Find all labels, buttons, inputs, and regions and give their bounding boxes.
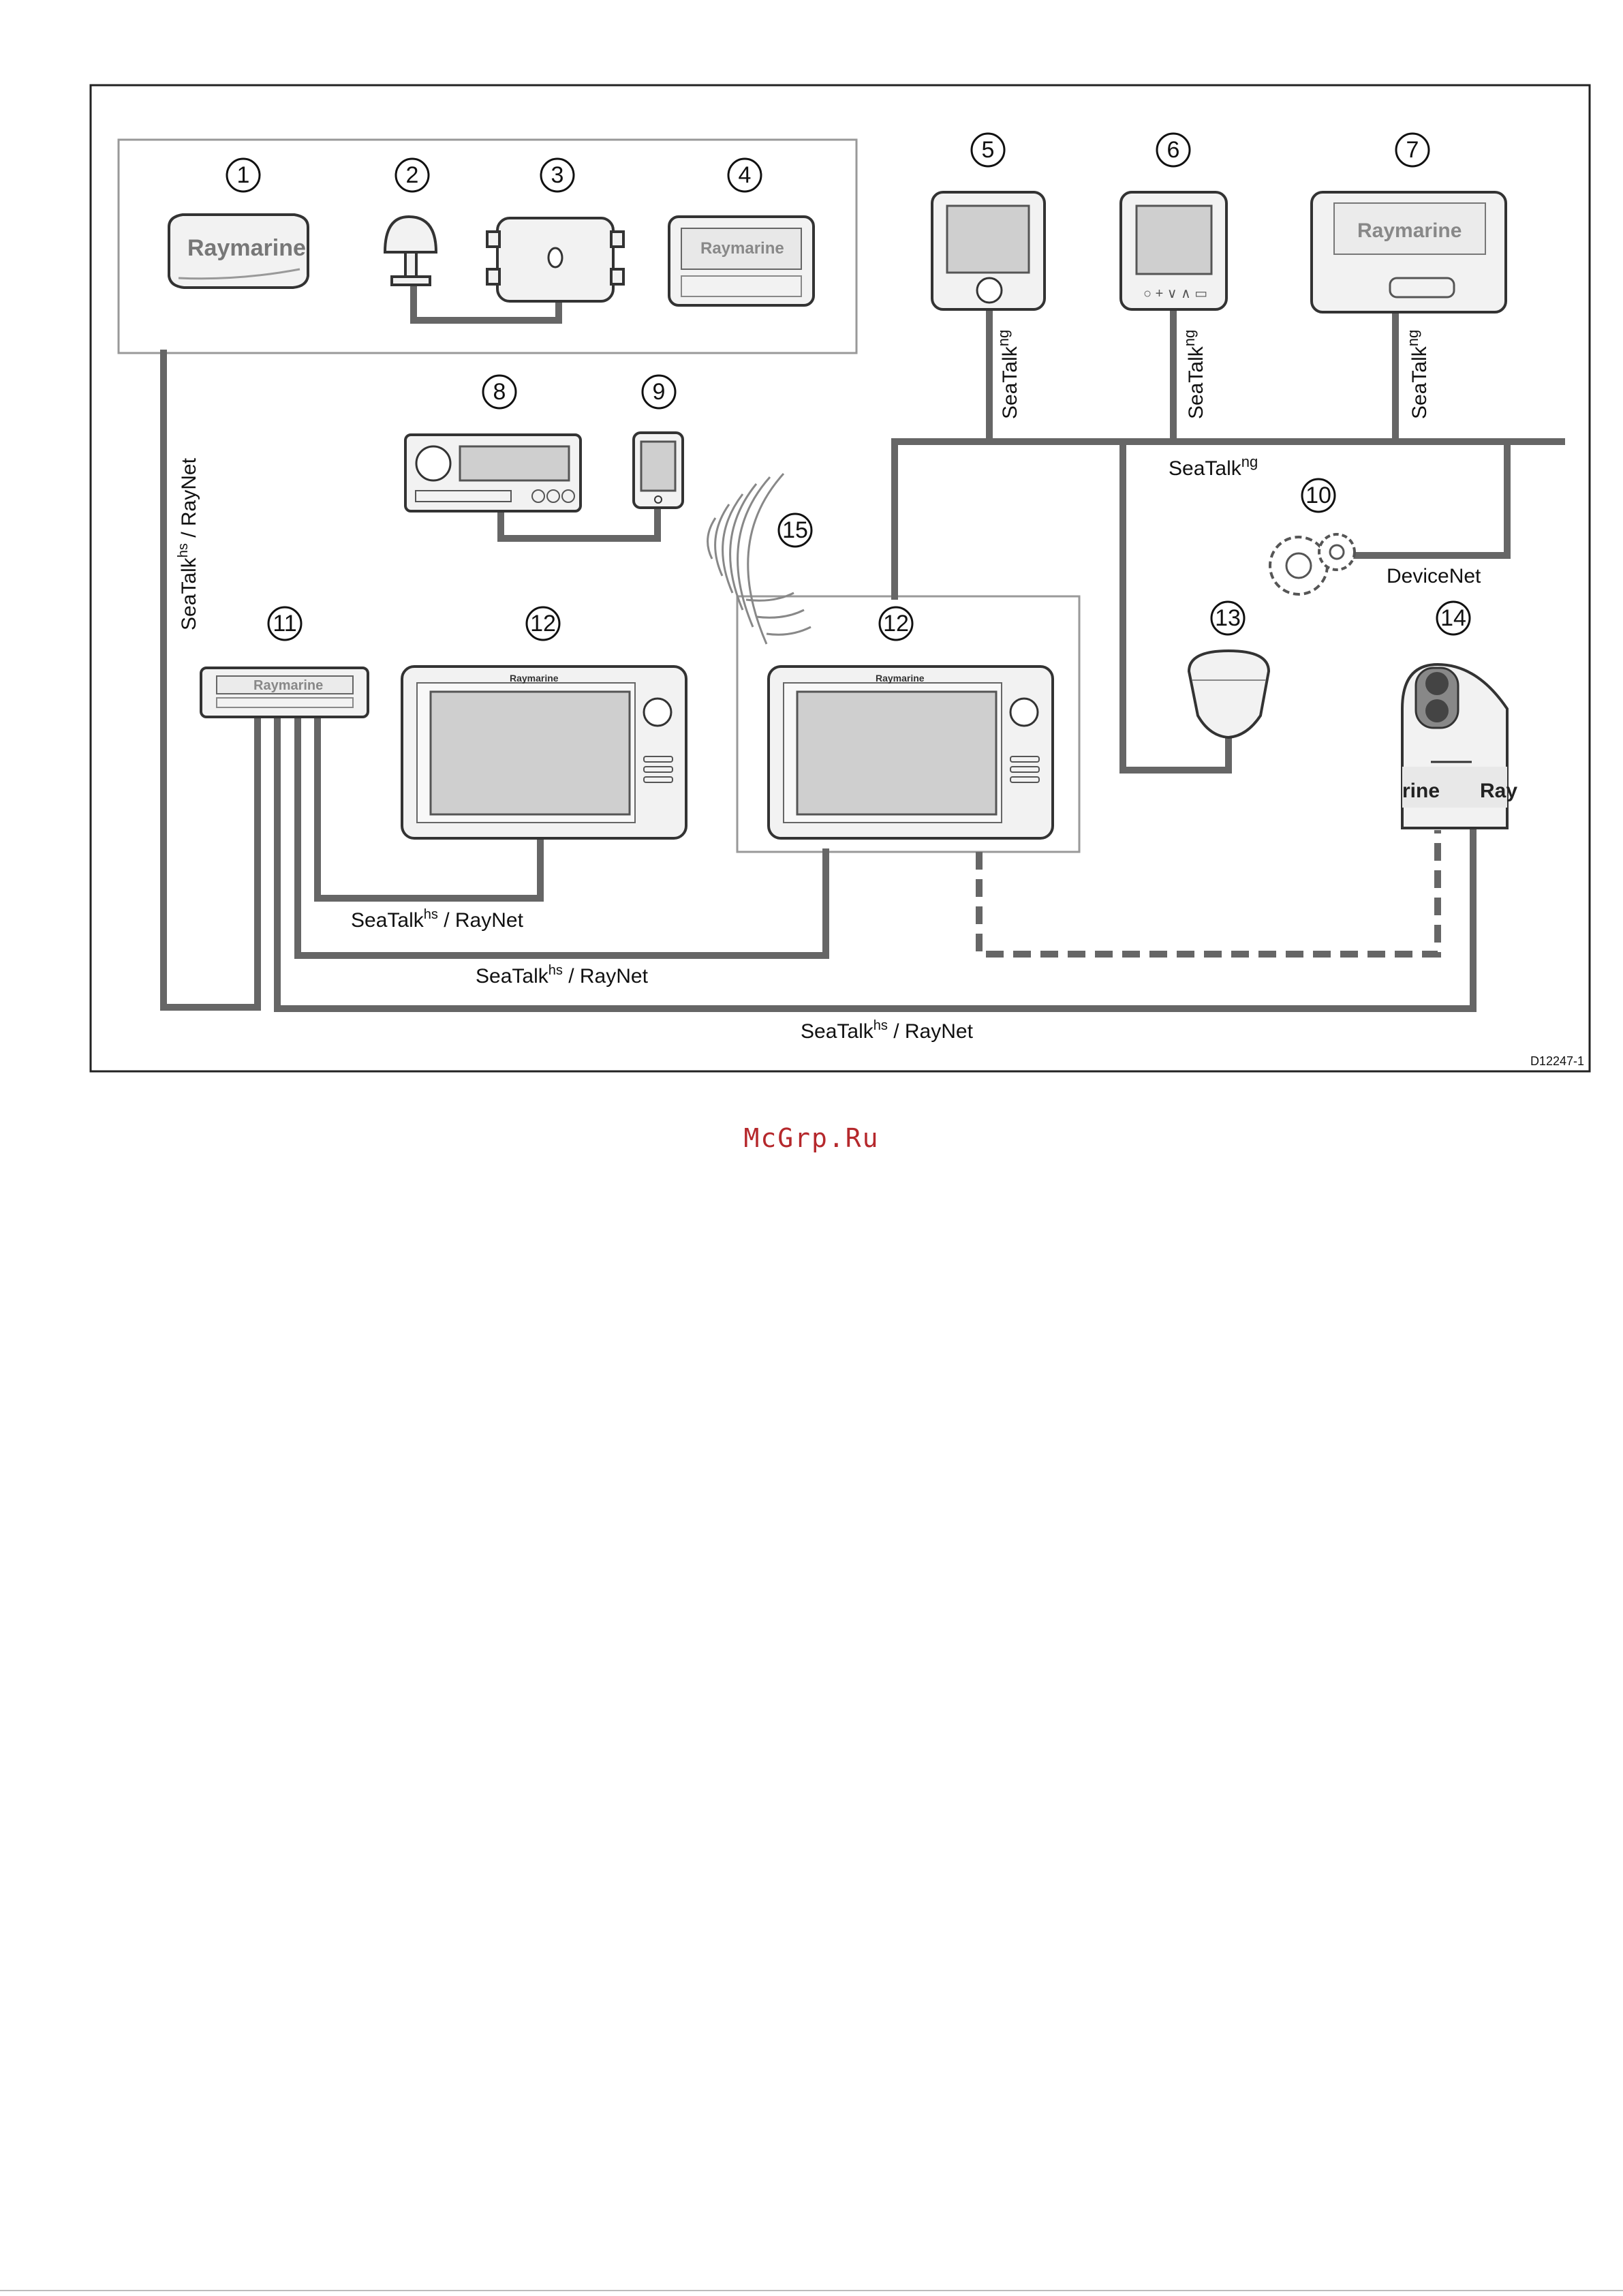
cables [164,285,1562,1009]
label-seatalkhs-2: SeaTalkhs / RayNet [476,963,649,988]
svg-text:2: 2 [406,162,419,188]
drawing-id: D12247-1 [1530,1054,1584,1068]
callout-9: 9 [643,376,675,408]
callout-12b: 12 [880,607,912,640]
autopilot-control-6: ○ + ∨ ∧ ▭ [1121,192,1226,309]
callout-10: 10 [1302,479,1335,512]
fluxgate-compass-13 [1189,651,1269,737]
radar-brand: Raymarine [187,235,306,261]
svg-text:13: 13 [1215,605,1241,631]
label-seatalkng-bus: SeaTalkng [1169,453,1258,480]
svg-text:14: 14 [1440,605,1466,631]
callout-6: 6 [1157,134,1190,166]
svg-text:4: 4 [739,162,752,188]
camera-brand-right: Ray [1480,780,1517,802]
ecu-brand: Raymarine [1357,219,1462,242]
radar-scanner: Raymarine [169,215,308,288]
callout-1: 1 [227,159,260,192]
wireless-icon [708,474,811,644]
vhf-radio-8 [405,435,581,511]
callout-12a: 12 [527,607,559,640]
cable-video-dashed [979,830,1438,954]
display12a-brand: Raymarine [510,673,559,684]
callout-14: 14 [1437,602,1470,634]
svg-text:10: 10 [1305,483,1331,508]
label-seatalkng-6: SeaTalkng [1181,330,1207,419]
svg-text:15: 15 [782,517,808,543]
ais-unit [487,218,623,301]
label-seatalkng-7: SeaTalkng [1404,330,1431,419]
label-devicenet: DeviceNet [1387,565,1481,587]
sonar-module: Raymarine [669,217,814,305]
svg-text:○ + ∨ ∧ ▭: ○ + ∨ ∧ ▭ [1143,286,1207,301]
svg-text:6: 6 [1167,137,1180,163]
cable-devicenet [1356,442,1507,555]
instrument-display-5 [932,192,1045,309]
callout-5: 5 [972,134,1004,166]
svg-text:1: 1 [237,162,250,188]
gps-antenna [385,217,436,285]
label-seatalkng-5: SeaTalkng [995,330,1021,419]
thermal-camera-14: rine Ray [1402,664,1517,828]
camera-brand-left: rine [1402,780,1440,802]
page-bottom-rule [0,2290,1623,2291]
callout-8: 8 [483,376,516,408]
engine-gears-icon [1270,534,1355,594]
callout-13: 13 [1211,602,1244,634]
callout-3: 3 [541,159,574,192]
svg-text:8: 8 [493,379,506,405]
callout-4: 4 [728,159,761,192]
svg-text:11: 11 [273,611,296,637]
callout-2: 2 [396,159,429,192]
mobile-device-9 [634,433,683,508]
svg-text:12: 12 [530,611,556,637]
sonar-brand: Raymarine [700,239,784,258]
svg-text:9: 9 [653,379,666,405]
ecu-unit-7: Raymarine [1312,192,1506,312]
svg-text:5: 5 [982,137,995,163]
multifunction-display-12b: Raymarine [769,667,1053,838]
callout-15: 15 [779,514,812,547]
svg-text:7: 7 [1406,137,1419,163]
network-switch-11: Raymarine [201,668,368,717]
callout-11: 11 [268,607,301,640]
label-seatalkhs-1: SeaTalkhs / RayNet [351,907,524,932]
label-seatalkhs-3: SeaTalkhs / RayNet [801,1018,974,1043]
multifunction-display-12a: Raymarine [402,667,686,838]
svg-text:3: 3 [551,162,564,188]
display12b-brand: Raymarine [876,673,925,684]
label-seatalkhs-vertical: SeaTalkhs / RayNet [176,457,200,630]
watermark: McGrp.Ru [0,1123,1623,1153]
switch-brand: Raymarine [253,678,323,693]
svg-text:12: 12 [883,611,909,637]
callout-7: 7 [1396,134,1429,166]
